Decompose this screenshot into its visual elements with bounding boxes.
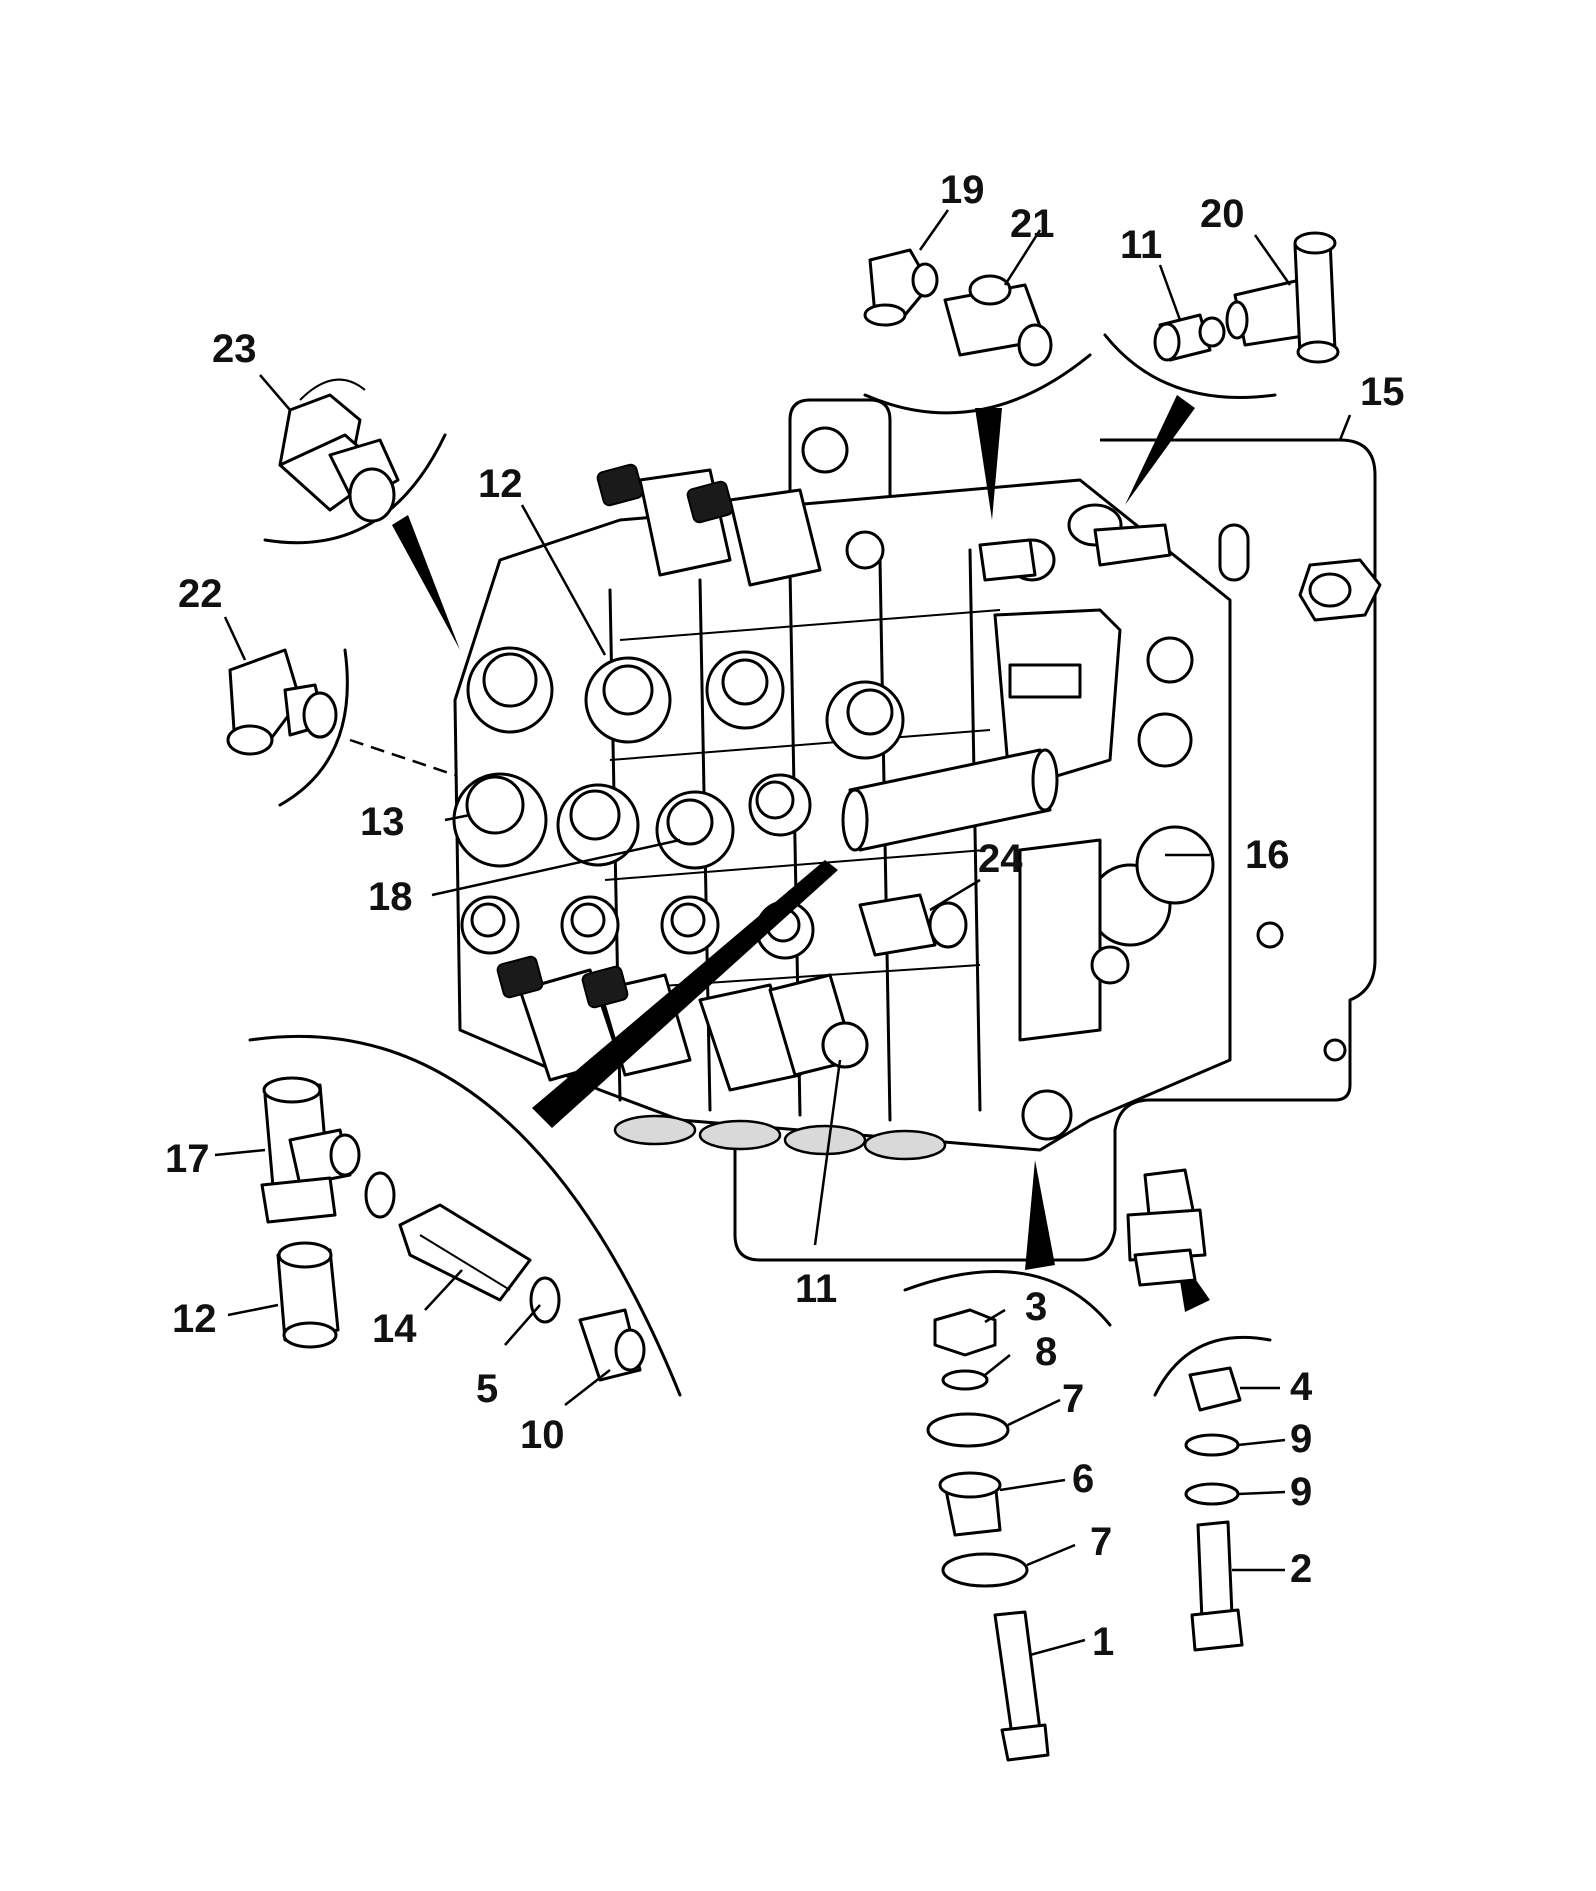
- part-23-pressure-switch: [278, 378, 400, 523]
- part-4-nut: [1188, 1366, 1242, 1412]
- fitting-24: [858, 893, 968, 957]
- part-19-elbow: [863, 248, 939, 327]
- part-11-top-fitting: [1153, 313, 1226, 362]
- part-2-bolt: [1196, 1520, 1234, 1622]
- callout-12-upper: 12: [478, 462, 523, 506]
- callout-3: 3: [1025, 1285, 1047, 1329]
- part-7-washer-lower: [941, 1552, 1029, 1588]
- plate-stud-nut: [1298, 558, 1382, 622]
- detail-arcs: [248, 333, 1277, 1397]
- callout-23: 23: [212, 327, 257, 371]
- callout-labels: 19 21 11 20 15 23 12 22 13 18 24 16 17 1…: [165, 168, 1405, 1664]
- lower-nuts: [821, 945, 1130, 1141]
- callout-6: 6: [1072, 1457, 1094, 1501]
- part-17-tee: [260, 1076, 361, 1224]
- bottom-ports: [613, 1114, 947, 1161]
- part-9-washer-upper: [1184, 1433, 1240, 1457]
- callout-20: 20: [1200, 192, 1245, 236]
- part-3-nut: [933, 1308, 997, 1357]
- valve-block: [452, 426, 1232, 1161]
- callout-1: 1: [1092, 1620, 1114, 1664]
- callout-9-lower: 9: [1290, 1470, 1312, 1514]
- callout-9-upper: 9: [1290, 1417, 1312, 1461]
- part-1-bolt: [993, 1610, 1042, 1737]
- callout-15: 15: [1360, 370, 1405, 414]
- callout-13: 13: [360, 800, 405, 844]
- part-8-washer: [941, 1369, 989, 1391]
- mount-stack-right: [1184, 1366, 1244, 1652]
- part-14-hex-coupling: [398, 1203, 532, 1302]
- part-20-tee: [1225, 231, 1340, 364]
- callout-2: 2: [1290, 1547, 1312, 1591]
- callout-4: 4: [1290, 1365, 1313, 1409]
- callout-8: 8: [1035, 1330, 1057, 1374]
- callout-11-lower: 11: [795, 1267, 837, 1311]
- part-12-lower-fitting: [276, 1241, 340, 1349]
- callout-22: 22: [178, 572, 223, 616]
- callout-24: 24: [978, 837, 1023, 881]
- part-10-fitting: [578, 1308, 646, 1382]
- callout-10: 10: [520, 1413, 565, 1457]
- callout-18: 18: [368, 875, 413, 919]
- part-7-washer-upper: [926, 1412, 1010, 1448]
- callout-11-top: 11: [1120, 223, 1162, 267]
- leader-lines: [214, 209, 1352, 1657]
- callout-7-lower: 7: [1090, 1520, 1112, 1564]
- callout-21: 21: [1010, 202, 1055, 246]
- callout-19: 19: [940, 168, 985, 212]
- part-22-elbow: [226, 648, 338, 756]
- part-9-washer-lower: [1184, 1482, 1240, 1506]
- mount-stack-left: [926, 1308, 1050, 1762]
- plate-mount-stud: [1126, 1168, 1207, 1287]
- callout-12-lower: 12: [172, 1297, 217, 1341]
- valve-port-fittings: [452, 646, 905, 960]
- callout-17: 17: [165, 1137, 210, 1181]
- top-right-fittings: [801, 426, 1172, 582]
- cylinder-tube: [841, 748, 1059, 852]
- part-21-tee: [943, 274, 1053, 367]
- bottom-solenoids: [496, 955, 857, 1092]
- o-rings: [364, 1171, 561, 1324]
- callout-14: 14: [372, 1307, 417, 1351]
- callout-7-upper: 7: [1062, 1377, 1084, 1421]
- callout-16: 16: [1245, 833, 1290, 877]
- top-solenoids: [596, 463, 822, 587]
- end-cover: [993, 608, 1215, 1042]
- callout-5: 5: [476, 1367, 498, 1411]
